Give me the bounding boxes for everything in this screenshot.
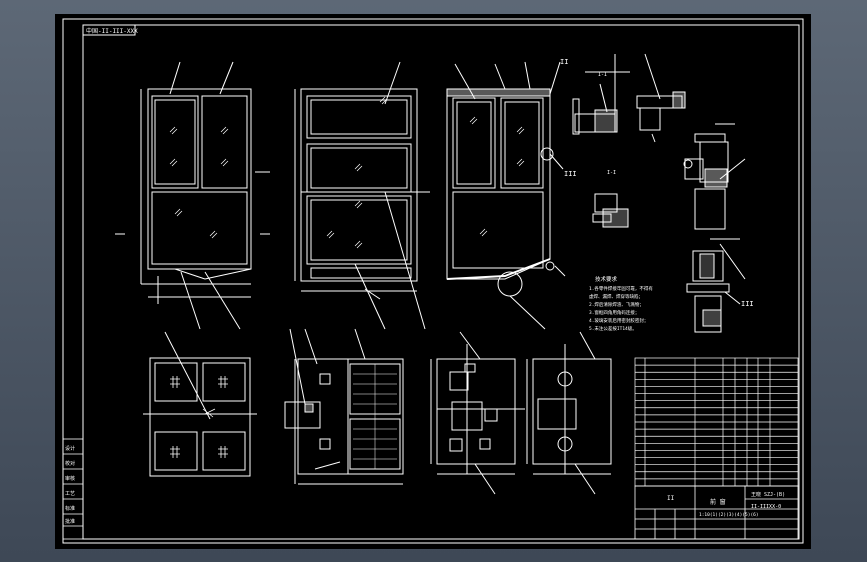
view-frame-assembly	[284, 328, 404, 485]
tech-notes: 技术要求 1.各零件焊接牢固可靠，不得有 虚焊、漏焊、焊穿等缺陷； 2.焊后清除…	[589, 275, 653, 332]
revision-label: 校对	[65, 460, 75, 467]
title-block-name: 前 窗	[710, 498, 726, 506]
inner-frame	[82, 24, 800, 540]
view-inner-elevation	[294, 61, 430, 330]
section-label-mid: III	[564, 170, 577, 178]
view-section-elevation	[446, 61, 566, 330]
outer-frame	[62, 18, 804, 544]
section-mark: I-I	[607, 170, 616, 176]
tech-note-line: 2.焊后清除焊渣、飞溅物；	[589, 301, 644, 308]
title-stamp-box	[82, 24, 136, 36]
section-label-top: II	[560, 58, 568, 66]
title-block	[634, 485, 799, 540]
title-stamp: 中国-II-III-XXX	[86, 27, 138, 35]
drawing-sheet: 中国-II-III-XXX	[55, 14, 811, 549]
section-label-bottom: III	[741, 300, 754, 308]
title-block-designer: 王晓 SZJ-(B)	[751, 491, 785, 498]
revision-block	[62, 438, 84, 540]
section-mark: I-I	[598, 72, 607, 78]
revision-label: 审核	[65, 475, 75, 482]
title-block-drawing-no: II-IIIXX-0	[751, 504, 781, 510]
bom-table	[634, 357, 799, 487]
detail-sections	[572, 53, 746, 333]
tech-note-line: 4.玻璃安装后用密封胶密封；	[589, 317, 648, 324]
tech-note-line: 技术要求	[595, 275, 618, 283]
cad-drawing: 中国-II-III-XXX	[62, 18, 804, 544]
view-front-elevation	[115, 61, 270, 330]
tech-note-line: 3.窗框四角用角码连接；	[589, 309, 639, 316]
tech-note-line: 虚焊、漏焊、焊穿等缺陷；	[589, 293, 643, 300]
revision-label: 工艺	[65, 491, 75, 497]
revision-label: 标准	[65, 505, 75, 512]
tech-note-line: 5.未注公差按IT14级。	[589, 325, 637, 332]
tech-note-line: 1.各零件焊接牢固可靠，不得有	[589, 285, 653, 292]
revision-label: 设计	[65, 445, 75, 452]
title-block-footer: 1:10(1)(2)(3)(4)(5)(6)	[699, 512, 759, 518]
revision-label: 批准	[65, 518, 75, 525]
view-mounting-plate-b	[526, 331, 612, 495]
view-mounting-plate-a	[430, 331, 525, 495]
view-plan-grid	[143, 331, 257, 477]
title-block-part-no: II	[667, 495, 675, 502]
